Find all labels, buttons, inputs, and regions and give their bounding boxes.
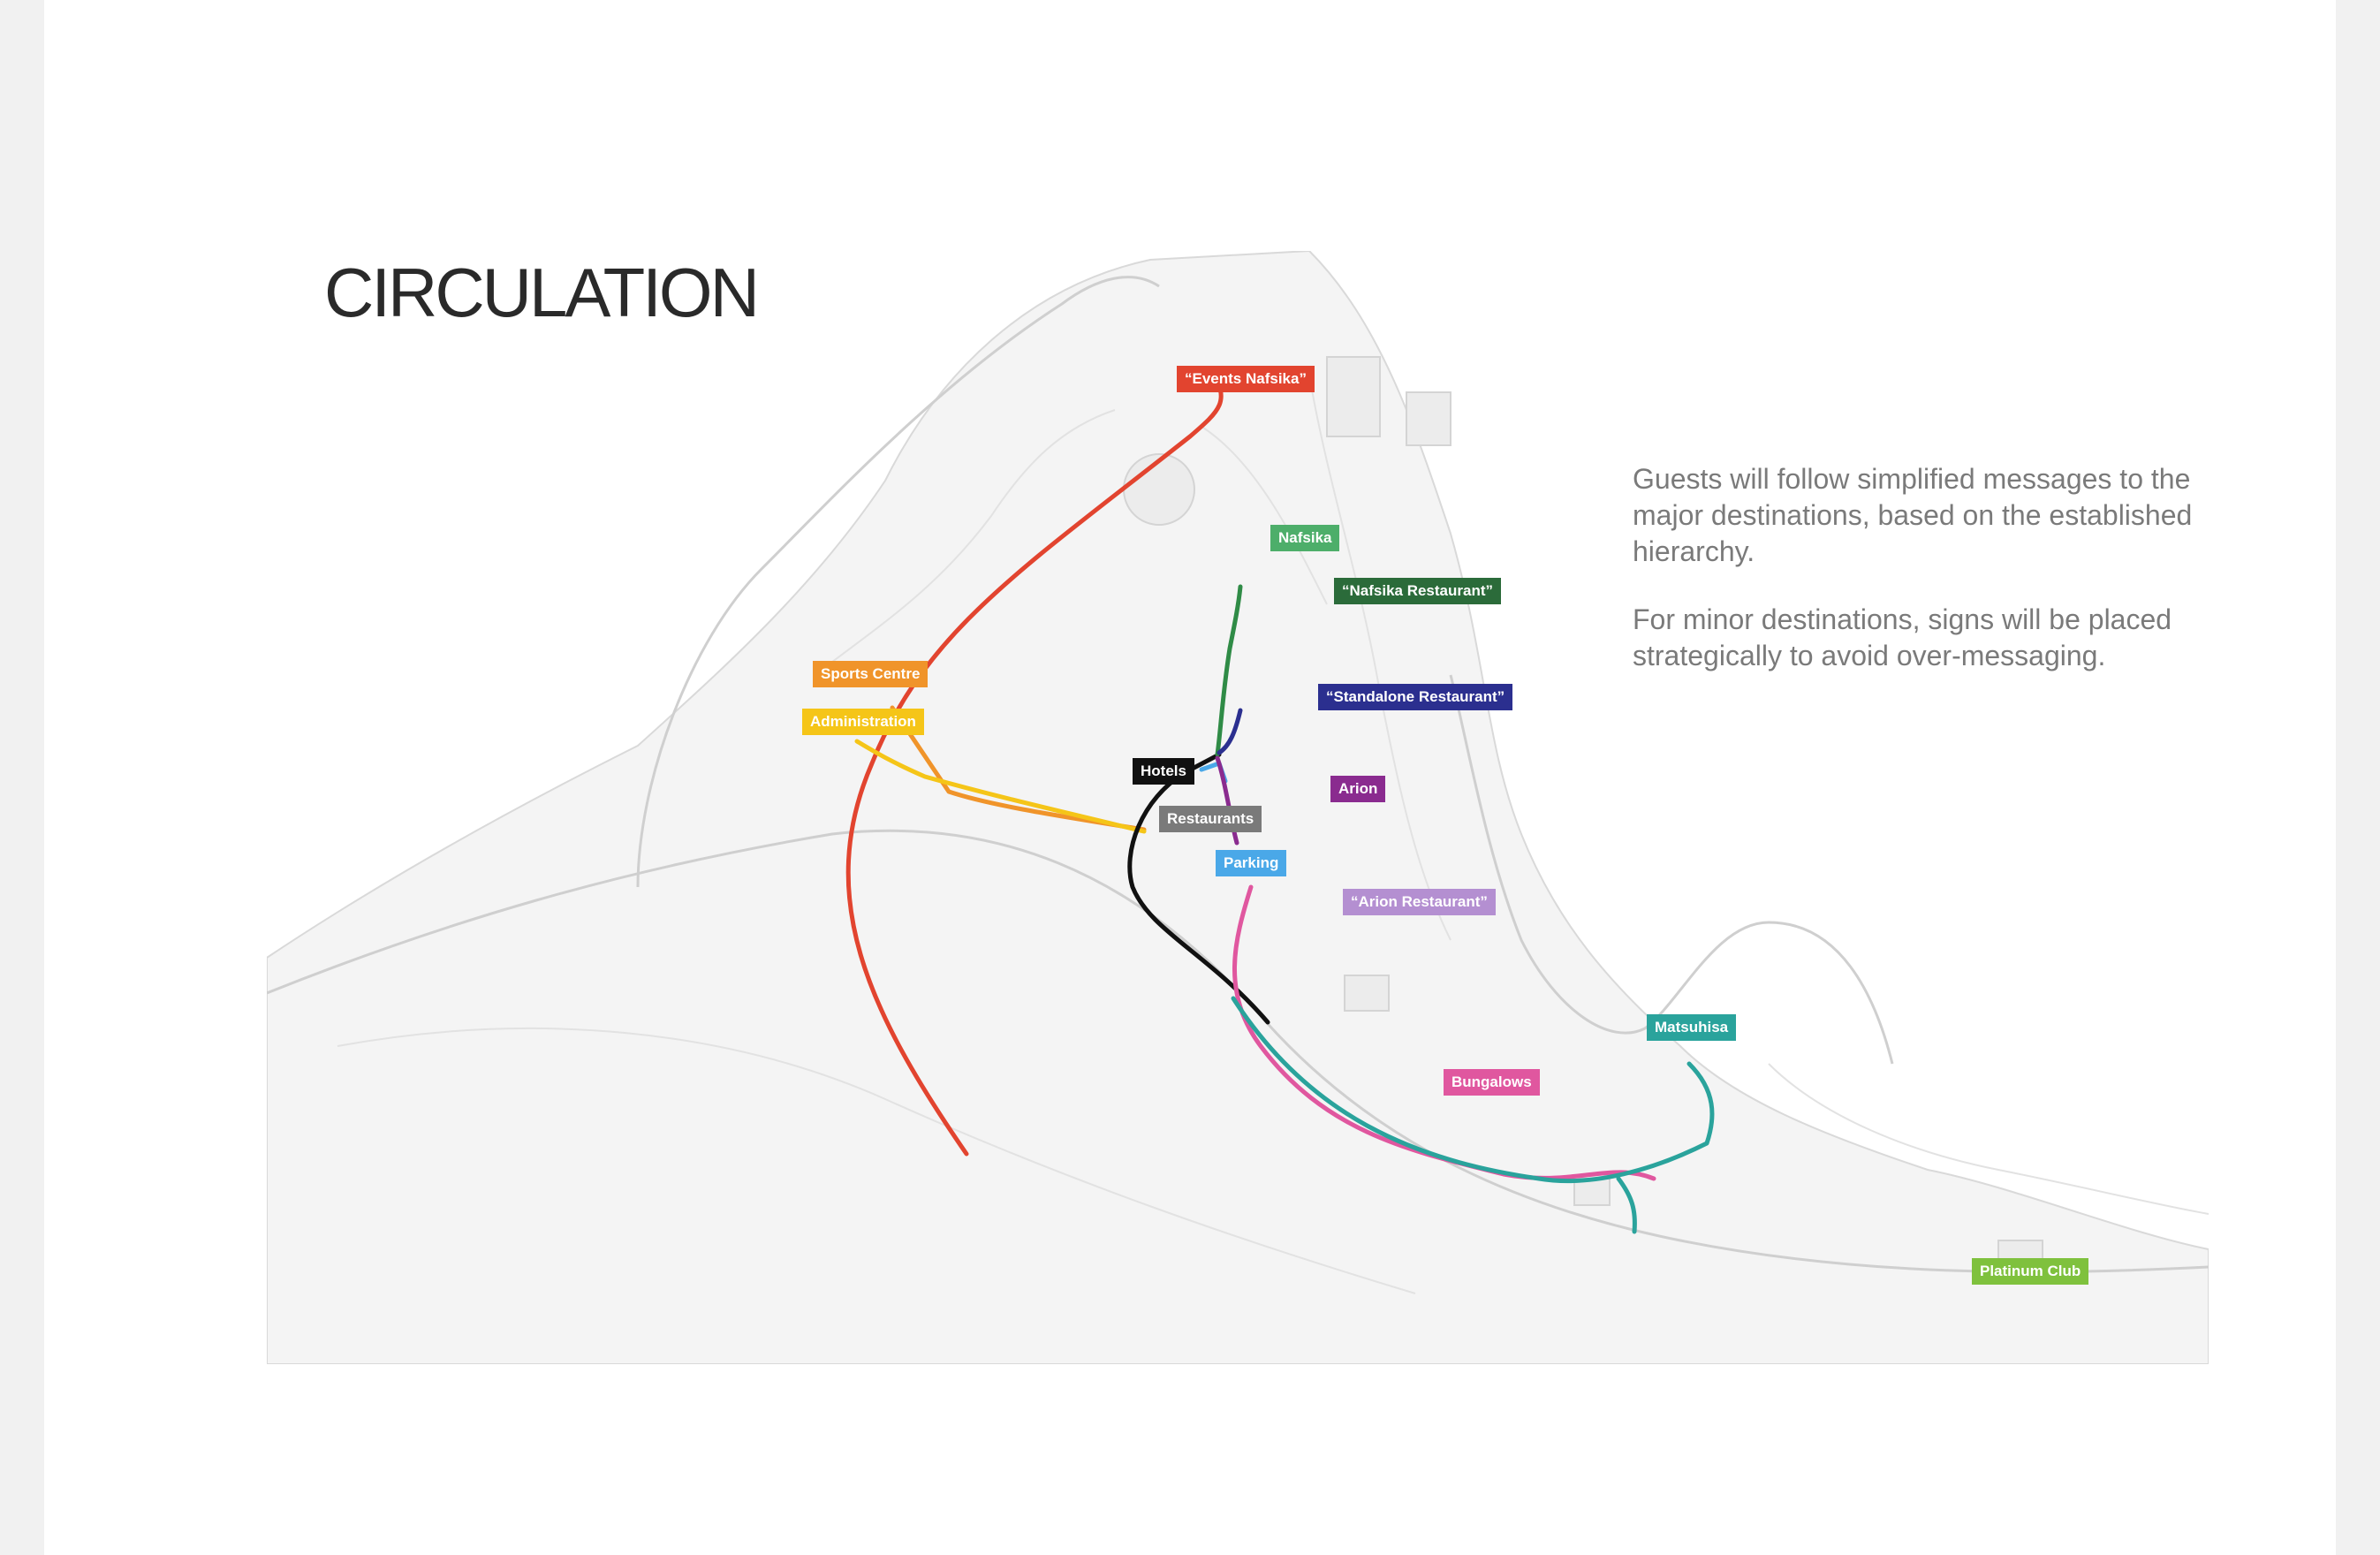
route-matsuhisa <box>1231 996 1715 1184</box>
inner-road <box>636 276 1160 888</box>
route-nafsika <box>1215 584 1243 757</box>
page-title: CIRCULATION <box>324 254 760 331</box>
description: Guests will follow simplified messages t… <box>1633 461 2269 706</box>
site-map: “Events Nafsika” Nafsika “Nafsika Restau… <box>266 249 2209 1365</box>
page-margin <box>2339 0 2380 1555</box>
route-arion <box>1215 755 1239 846</box>
route-hotels <box>1127 752 1270 1025</box>
route-bungalows <box>1232 884 1656 1181</box>
route-administration <box>854 739 1147 834</box>
label-nafsika-restaurant: “Nafsika Restaurant” <box>1334 578 1502 604</box>
label-sports-centre: Sports Centre <box>813 661 929 687</box>
label-nafsika: Nafsika <box>1270 525 1340 551</box>
description-paragraph-1: Guests will follow simplified messages t… <box>1633 463 2193 567</box>
route-platinum <box>1616 1176 1637 1234</box>
label-hotels: Hotels <box>1133 758 1194 785</box>
label-arion: Arion <box>1330 776 1386 802</box>
label-arion-restaurant: “Arion Restaurant” <box>1343 889 1496 915</box>
label-matsuhisa: Matsuhisa <box>1647 1014 1737 1041</box>
label-standalone-restaurant: “Standalone Restaurant” <box>1318 684 1513 710</box>
route-standalone <box>1217 708 1243 755</box>
page: CIRCULATION <box>44 0 2336 1555</box>
description-paragraph-2: For minor destinations, signs will be pl… <box>1633 603 2172 671</box>
label-parking: Parking <box>1216 850 1287 876</box>
shore-line <box>1449 674 1894 1065</box>
label-administration: Administration <box>802 709 924 735</box>
label-platinum-club: Platinum Club <box>1972 1258 2089 1285</box>
label-events-nafsika: “Events Nafsika” <box>1177 366 1315 392</box>
label-bungalows: Bungalows <box>1444 1069 1540 1096</box>
label-restaurants: Restaurants <box>1159 806 1262 832</box>
